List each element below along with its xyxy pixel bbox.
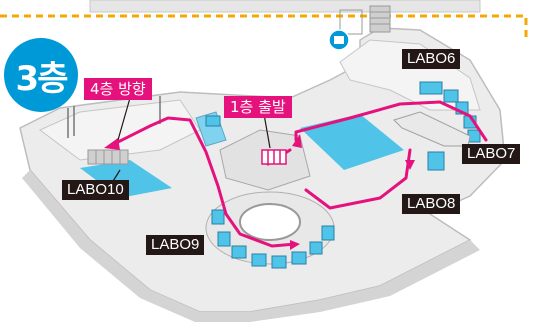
toilet-icon (328, 29, 350, 51)
label-labo6: LABO6 (402, 49, 461, 69)
pool-west (80, 160, 172, 198)
route-arrows (104, 134, 415, 250)
atrium-hole (239, 203, 301, 241)
start-stairs (261, 149, 287, 165)
upper-floor-edge (89, 0, 481, 13)
pillars-left (67, 96, 161, 138)
stairs-top (339, 5, 391, 35)
stairs-west (87, 149, 129, 165)
label-labo10: LABO10 (62, 180, 129, 200)
floor-badge: 3층 (4, 38, 78, 112)
labo9-booths (211, 209, 335, 269)
label-labo7: LABO7 (462, 144, 521, 164)
label-labo8: LABO8 (402, 194, 461, 214)
floor-edge (22, 170, 480, 322)
frame-border (0, 14, 528, 38)
label-to-4f: 4층 방향 (84, 78, 152, 100)
pool-east (300, 114, 404, 170)
label-start-1f: 1층 출발 (224, 96, 292, 118)
label-labo9: LABO9 (146, 235, 205, 255)
